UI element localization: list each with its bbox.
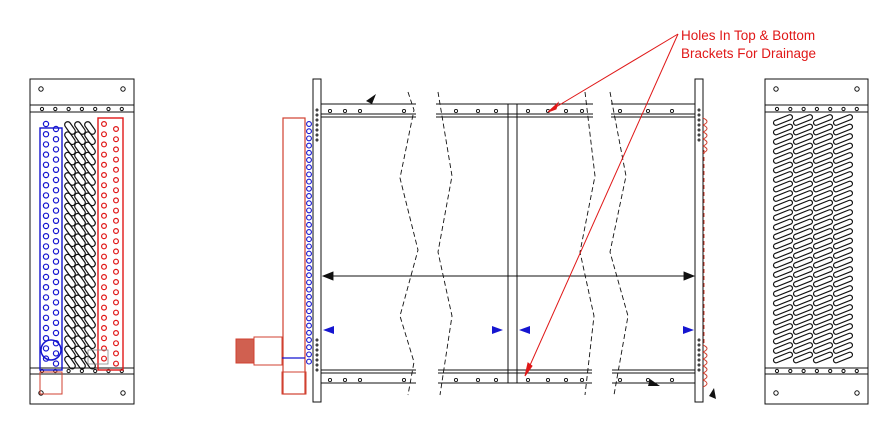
- end-view-right: [764, 78, 869, 405]
- callout-leaders: [524, 33, 679, 377]
- callout-line-2: Brackets For Drainage: [681, 46, 817, 61]
- supply-circuit-outline: [39, 127, 63, 371]
- weld-symbols: [366, 94, 716, 399]
- center-support: [507, 103, 518, 384]
- return-circuit-holes: [100, 120, 119, 367]
- inlet-pipe: [235, 336, 305, 366]
- break-lines: [399, 91, 629, 396]
- header-stub: [39, 371, 63, 395]
- serpentine-tubes-left: [64, 121, 96, 370]
- right-end-plate: [694, 78, 704, 403]
- inlet-circle: [40, 339, 62, 361]
- serpentine-tubes-right: [772, 114, 854, 364]
- return-circuit-outline: [97, 117, 124, 371]
- return-bends: [702, 117, 708, 388]
- airflow-arrows: [323, 326, 694, 334]
- end-left-top-holes: [39, 106, 124, 112]
- callout-line-1: Holes In Top & Bottom: [681, 28, 816, 43]
- length-dimension: [321, 271, 696, 281]
- end-view-left: [29, 78, 135, 405]
- supply-circuit-holes: [42, 120, 60, 367]
- supply-header: [282, 117, 306, 395]
- left-end-plate: [312, 78, 322, 403]
- drainage-callout: Holes In Top & Bottom Brackets For Drain…: [681, 27, 816, 63]
- header-connections: [306, 121, 312, 365]
- side-view: [235, 78, 716, 403]
